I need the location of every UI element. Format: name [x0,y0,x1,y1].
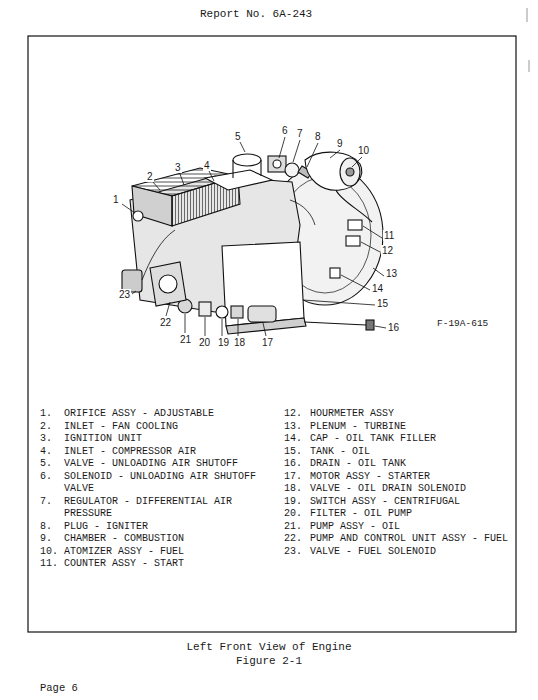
callout-number: 7 [296,128,304,139]
list-number: 15. [284,446,302,459]
report-number: Report No. 6A-243 [200,8,312,21]
part-name: PLUG - IGNITER [64,521,148,534]
list-number: 12. [284,408,302,421]
part-name: COUNTER ASSY - START [64,558,184,571]
part-name: CAP - OIL TANK FILLER [310,433,436,446]
list-number: 3. [40,433,52,446]
callout-number: 23 [118,289,131,300]
callout-number: 6 [281,125,289,136]
list-number: 20. [284,508,302,521]
list-number: 19. [284,496,302,509]
part-name: MOTOR ASSY - STARTER [310,471,430,484]
part-name: VALVE - UNLOADING AIR SHUTOFF [64,458,238,471]
part-name: SOLENOID - UNLOADING AIR SHUTOFF VALVE [64,471,264,496]
callout-number: 8 [314,131,322,142]
leader-lines [122,137,386,336]
list-number: 9. [40,533,52,546]
list-number: 2. [40,421,52,434]
callout-number: 13 [385,268,398,279]
callout-number: 5 [234,131,242,142]
callout-number: 2 [146,171,154,182]
part-name: PUMP AND CONTROL UNIT ASSY - FUEL [310,533,508,546]
part-name: DRAIN - OIL TANK [310,458,406,471]
part-name: PLENUM - TURBINE [310,421,406,434]
callout-number: 21 [179,334,192,345]
list-number: 11. [40,558,58,571]
callout-number: 19 [217,337,230,348]
part-name: INLET - COMPRESSOR AIR [64,446,196,459]
list-number: 21. [284,521,302,534]
callout-number: 9 [336,138,344,149]
part-name: FILTER - OIL PUMP [310,508,412,521]
callout-number: 1 [112,194,120,205]
list-number: 8. [40,521,52,534]
callout-number: 4 [203,160,211,171]
figure-caption: Left Front View of Engine [0,641,538,654]
part-name: REGULATOR - DIFFERENTIAL AIR PRESSURE [64,496,264,521]
part-name: CHAMBER - COMBUSTION [64,533,184,546]
list-number: 14. [284,433,302,446]
list-number: 6. [40,471,52,484]
part-name: TANK - OIL [310,446,370,459]
part-name: VALVE - FUEL SOLENOID [310,546,436,559]
callout-number: 3 [174,162,182,173]
part-name: VALVE - OIL DRAIN SOLENOID [310,483,466,496]
figure-frame [28,36,516,632]
page-number: Page 6 [40,682,78,695]
list-number: 23. [284,546,302,559]
part-name: HOURMETER ASSY [310,408,394,421]
list-number: 5. [40,458,52,471]
list-number: 4. [40,446,52,459]
part-name: INLET - FAN COOLING [64,421,178,434]
part-name: SWITCH ASSY - CENTRIFUGAL [310,496,460,509]
figure-number: Figure 2-1 [0,655,538,668]
callout-number: 14 [371,283,384,294]
callout-number: 11 [383,230,395,241]
callout-number: 17 [261,337,274,348]
list-number: 10. [40,546,58,559]
list-number: 13. [284,421,302,434]
callout-number: 20 [198,337,211,348]
part-name: ORIFICE ASSY - ADJUSTABLE [64,408,214,421]
list-number: 1. [40,408,52,421]
figure-code: F-19A-615 [437,318,488,331]
margin-mark [527,8,529,72]
part-name: PUMP ASSY - OIL [310,521,400,534]
callout-number: 18 [233,337,246,348]
list-number: 7. [40,496,52,509]
callout-number: 16 [387,322,400,333]
callout-number: 15 [376,298,389,309]
part-name: ATOMIZER ASSY - FUEL [64,546,184,559]
part-name: IGNITION UNIT [64,433,142,446]
callout-number: 10 [357,145,370,156]
list-number: 22. [284,533,302,546]
list-number: 16. [284,458,302,471]
callout-number: 12 [381,245,394,256]
callout-number: 22 [159,317,172,328]
list-number: 17. [284,471,302,484]
list-number: 18. [284,483,302,496]
engine-drawing [122,152,383,334]
